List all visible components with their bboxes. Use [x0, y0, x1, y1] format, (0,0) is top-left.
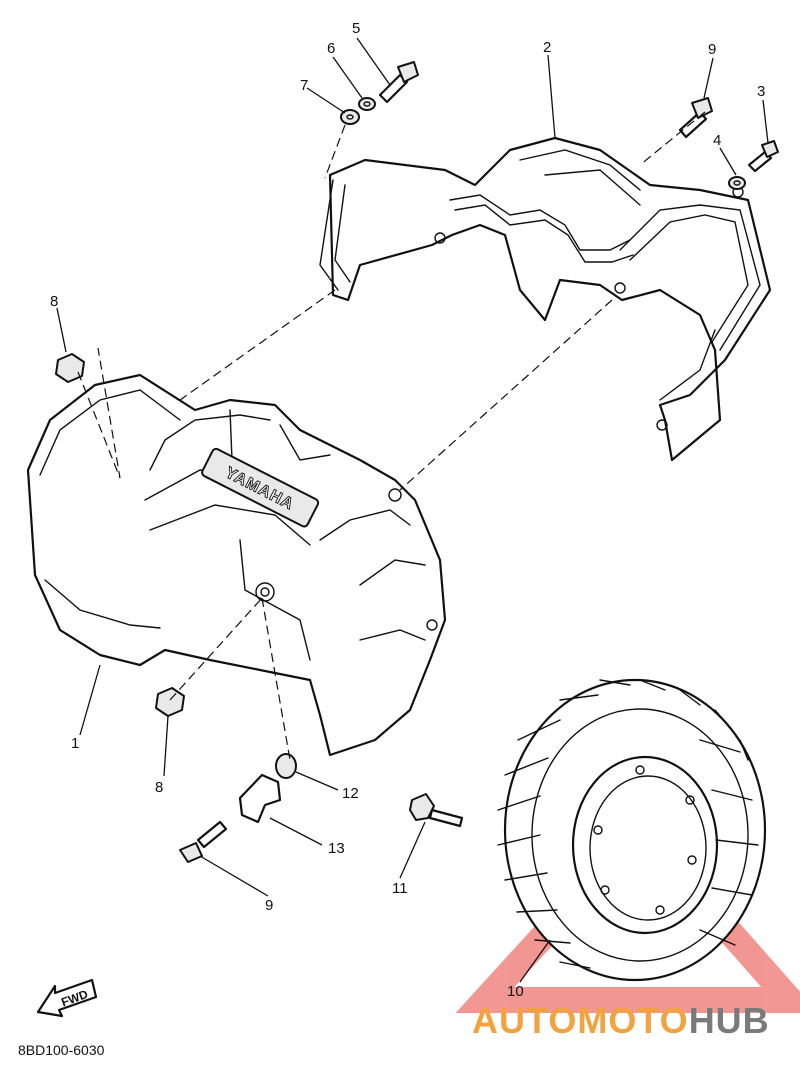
callout-7: 7 — [300, 77, 308, 94]
callout-8-lower: 8 — [155, 779, 163, 796]
watermark-part-auto: AUTO — [472, 1000, 578, 1041]
upper-shroud-part-2 — [319, 136, 772, 462]
watermark-part-hub: HUB — [688, 1000, 770, 1041]
bolt-part-9-lower — [179, 820, 228, 863]
bolt-part-5 — [378, 61, 419, 104]
washer-part-7 — [340, 109, 360, 125]
flywheel-fan-part-10 — [497, 678, 767, 982]
callout-1: 1 — [71, 735, 79, 752]
callout-2: 2 — [543, 39, 551, 56]
lower-shroud-part-1: YAMAHA — [26, 373, 447, 757]
bolt-part-11 — [409, 793, 464, 828]
watermark-wordmark: AUTOMOTOHUB — [472, 1000, 770, 1042]
diagram-reference-code: 8BD100-6030 — [18, 1042, 105, 1058]
watermark-part-moto: MOTO — [577, 1000, 689, 1041]
bolt-part-9-upper — [678, 97, 713, 139]
washer-part-4 — [728, 176, 746, 190]
callout-11: 11 — [392, 880, 408, 897]
callout-9-lower: 9 — [265, 897, 273, 914]
leader-lines — [56, 37, 769, 983]
nut-part-8-lower — [155, 687, 185, 717]
assembly-center-lines — [77, 111, 706, 761]
callout-8-upper: 8 — [50, 293, 58, 310]
washer-part-6 — [358, 97, 376, 111]
fwd-direction-arrow: FWD — [36, 978, 98, 1018]
callout-12: 12 — [342, 785, 359, 802]
callout-3: 3 — [757, 83, 765, 100]
callout-numbers: 5 6 7 2 9 3 4 8 1 8 12 13 9 11 10 — [50, 20, 765, 1000]
collar-part-12 — [275, 753, 297, 779]
callout-13: 13 — [328, 840, 345, 857]
nut-part-8-upper — [55, 353, 85, 383]
callout-5: 5 — [352, 20, 360, 37]
bolt-part-3 — [747, 140, 779, 173]
callout-9-upper: 9 — [708, 41, 716, 58]
callout-6: 6 — [327, 40, 335, 57]
callout-10: 10 — [507, 983, 524, 1000]
clip-part-13 — [238, 773, 282, 824]
callout-4: 4 — [713, 132, 721, 149]
